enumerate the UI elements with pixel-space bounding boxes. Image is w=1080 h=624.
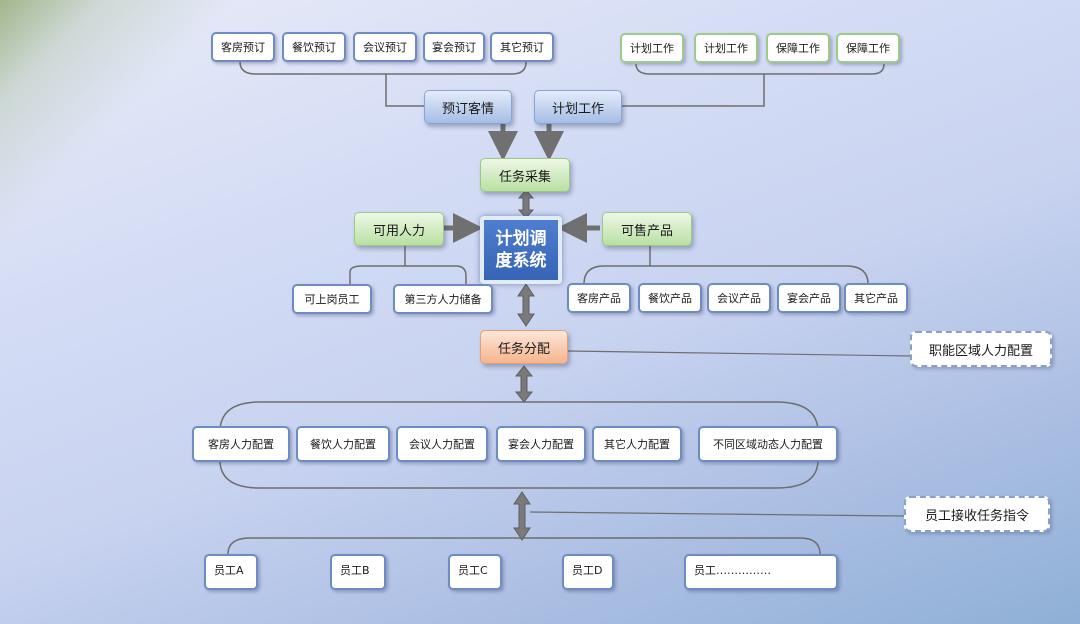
booking-group-brace (239, 61, 527, 75)
product-item: 餐饮产品 (638, 283, 702, 313)
booking-item: 宴会预订 (423, 32, 485, 62)
plan-item: 计划工作 (620, 33, 684, 63)
plan-hub: 计划工作 (534, 90, 622, 124)
product-item: 其它产品 (844, 283, 908, 313)
plan-item: 计划工作 (694, 33, 758, 63)
product-item: 会议产品 (707, 283, 771, 313)
employee-item: 员工A (204, 554, 258, 590)
task-assign: 任务分配 (480, 330, 568, 364)
staff-config: 不同区域动态人力配置 (698, 426, 838, 462)
employee-note-connector (529, 511, 906, 517)
config-group-bracket (219, 401, 819, 489)
booking-item: 客房预订 (211, 32, 275, 62)
employee-note: 员工接收任务指令 (904, 496, 1050, 532)
staff-config: 宴会人力配置 (496, 426, 586, 462)
sale-products: 可售产品 (602, 212, 692, 246)
staff-config: 客房人力配置 (192, 426, 290, 462)
arrow-collect-core (517, 189, 535, 219)
plan-item: 保障工作 (836, 33, 900, 63)
area-config-note: 职能区域人力配置 (910, 331, 1052, 367)
core-system: 计划调 度系统 (480, 216, 562, 284)
product-item: 客房产品 (567, 283, 631, 313)
employee-item: 员工C (448, 554, 502, 590)
available-item: 可上岗员工 (292, 284, 372, 314)
plan-item: 保障工作 (766, 33, 830, 63)
arrow-assign-configs (514, 365, 534, 403)
staff-config: 餐饮人力配置 (296, 426, 390, 462)
products-group-brace (583, 265, 869, 285)
employee-item: 员工D (562, 554, 614, 590)
available-item: 第三方人力储备 (393, 284, 493, 314)
employee-item: 员工B (330, 554, 386, 590)
product-item: 宴会产品 (777, 283, 841, 313)
task-collect: 任务采集 (480, 158, 570, 192)
booking-item: 其它预订 (490, 32, 554, 62)
staff-config: 其它人力配置 (592, 426, 682, 462)
arrow-configs-employees (513, 491, 531, 541)
available-staff: 可用人力 (354, 212, 444, 246)
plan-hub-line (622, 74, 765, 107)
arrow-core-assign (517, 283, 535, 327)
booking-hub: 预订客情 (424, 90, 512, 124)
employee-item: 员工…………… (684, 554, 838, 590)
employee-group-bracket (227, 537, 821, 555)
staff-config: 会议人力配置 (396, 426, 488, 462)
plan-group-brace (635, 63, 885, 75)
booking-hub-line (385, 74, 424, 107)
booking-item: 会议预订 (353, 32, 417, 62)
staff-group-brace (349, 265, 467, 284)
booking-item: 餐饮预订 (282, 32, 346, 62)
area-note-connector (567, 350, 913, 357)
